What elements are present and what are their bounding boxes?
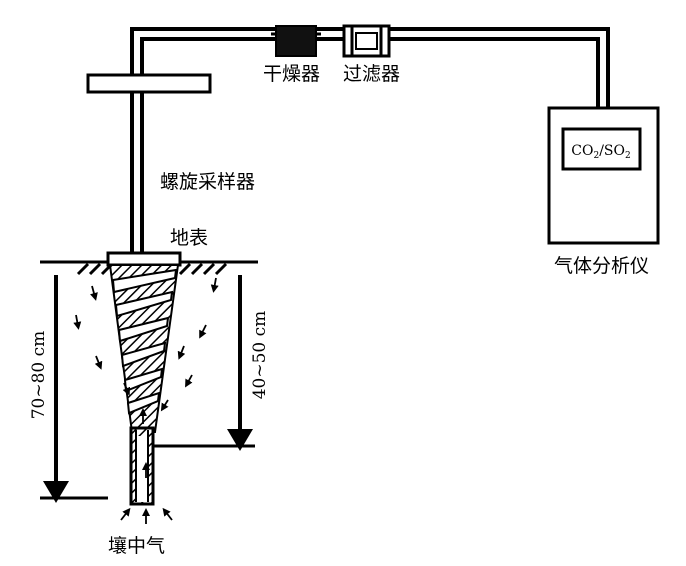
surface-cap xyxy=(106,251,182,267)
dryer-unit xyxy=(275,25,317,57)
analyzer-reading: CO2/SO2 xyxy=(571,143,630,161)
gas-analyzer: CO2/SO2 xyxy=(547,106,660,245)
soil-gas-label: 壤中气 xyxy=(108,535,165,557)
outer-depth-label: 70~80 cm xyxy=(29,331,49,420)
soil-gas-flow-arrows xyxy=(73,277,219,524)
analyzer-display xyxy=(561,127,642,171)
analyzer-label: 气体分析仪 xyxy=(554,255,649,277)
filter-label: 过滤器 xyxy=(343,63,400,85)
inner-depth-label: 40~50 cm xyxy=(250,311,270,400)
auger-spiral xyxy=(111,268,178,415)
sampler-label: 螺旋采样器 xyxy=(160,171,255,193)
dimension-outer-depth: 70~80 cm xyxy=(29,275,108,503)
sampling-pipe-bottom xyxy=(129,426,155,506)
filter-unit xyxy=(342,24,391,58)
dimension-inner-depth: 40~50 cm xyxy=(227,275,270,451)
dryer-label: 干燥器 xyxy=(263,63,320,85)
surface-label: 地表 xyxy=(170,227,208,249)
sampler-handle xyxy=(86,73,212,94)
